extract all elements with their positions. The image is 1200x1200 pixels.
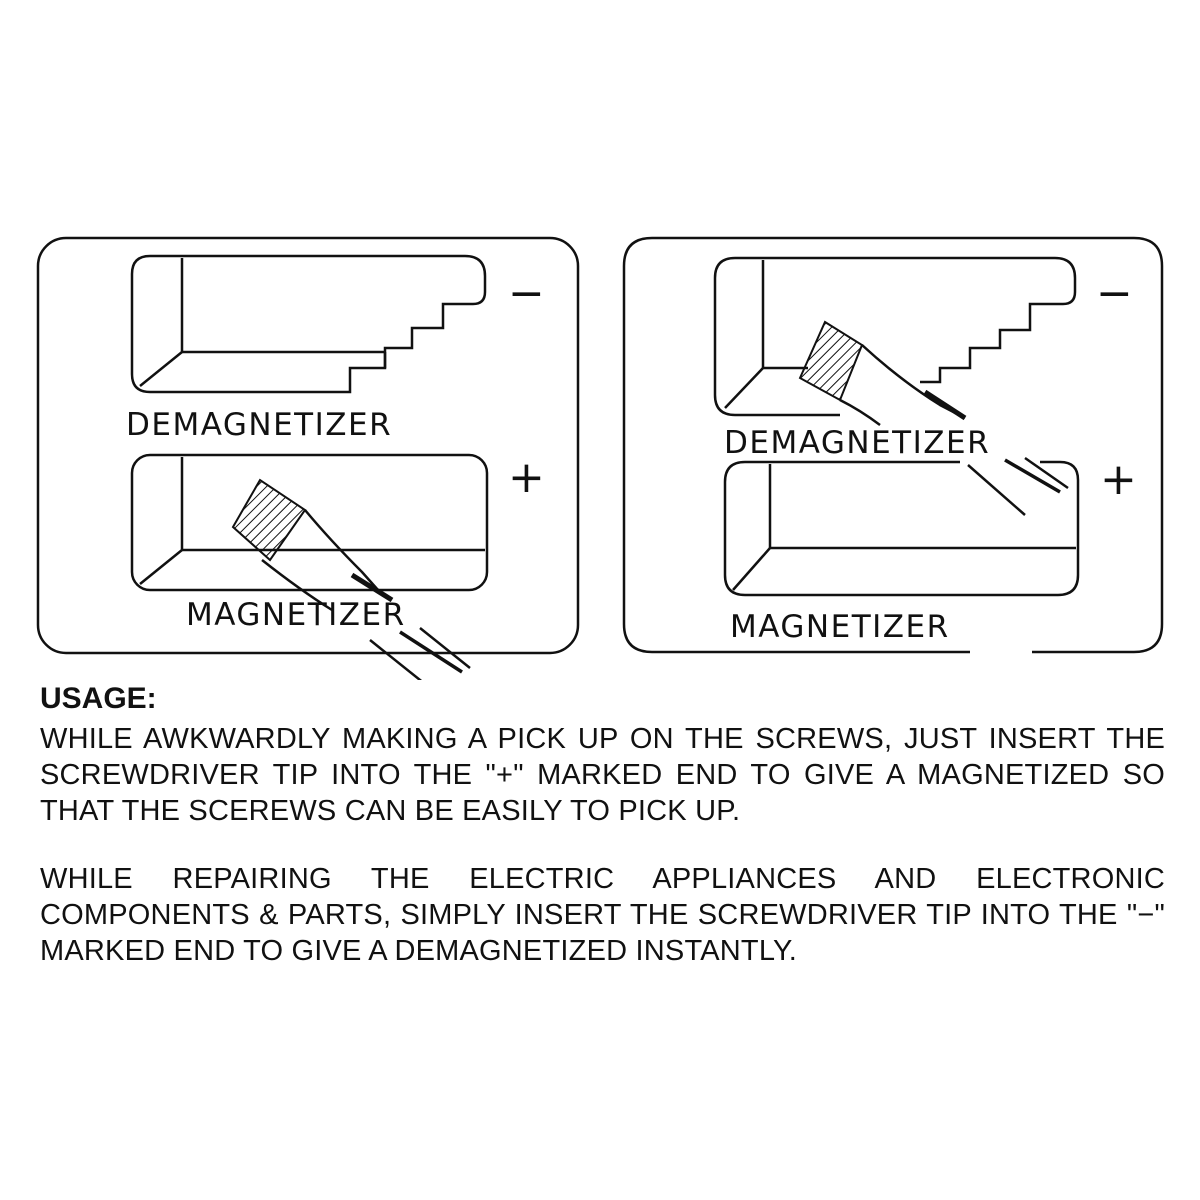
right-magnetizer-label: MAGNETIZER (730, 609, 950, 645)
usage-section: USAGE: WHILE AWKWARDLY MAKING A PICK UP … (40, 682, 1165, 969)
right-panel (622, 236, 1164, 654)
right-demagnetizer-label: DEMAGNETIZER (724, 425, 991, 461)
right-demagnetizer-block (713, 256, 1077, 417)
left-panel (36, 236, 580, 680)
right-screwdriver (798, 320, 1069, 516)
left-minus-sign: − (508, 268, 545, 319)
right-panel-frame (622, 236, 1164, 654)
left-demagnetizer-block (130, 254, 487, 394)
usage-paragraph-demagnetize: WHILE REPAIRING THE ELECTRIC APPLIANCES … (40, 863, 1165, 967)
right-magnetizer-block (723, 460, 1080, 597)
left-screwdriver (231, 478, 471, 680)
left-magnetizer-block (130, 453, 489, 592)
usage-title: USAGE: (40, 682, 157, 715)
left-plus-sign: + (508, 452, 545, 503)
usage-paragraph-magnetize: WHILE AWKWARDLY MAKING A PICK UP ON THE … (40, 723, 1165, 827)
right-minus-sign: − (1096, 268, 1133, 319)
left-panel-frame (36, 236, 580, 655)
right-plus-sign: + (1100, 454, 1137, 505)
usage-diagram (36, 236, 1164, 680)
left-magnetizer-label: MAGNETIZER (186, 597, 406, 633)
left-demagnetizer-label: DEMAGNETIZER (126, 407, 393, 443)
